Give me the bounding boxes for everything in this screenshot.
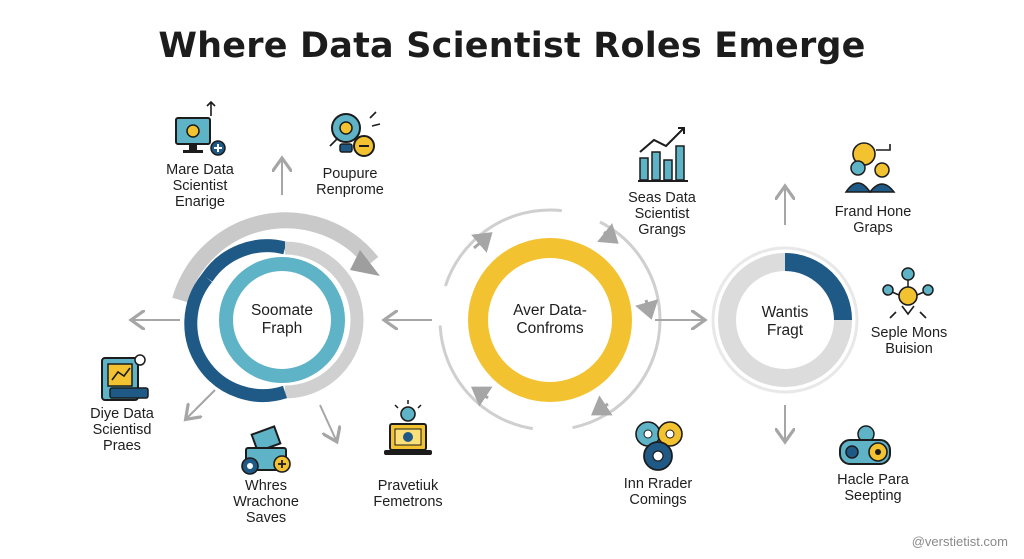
hub-center-label: Aver Data-Confroms	[513, 302, 587, 337]
team-people-icon	[844, 142, 896, 193]
connector-arrows	[133, 160, 785, 440]
hub-left	[172, 212, 380, 402]
lightbulb-gear-icon	[329, 111, 381, 157]
gears-brain-icon	[635, 421, 683, 471]
hub-center	[438, 208, 662, 432]
hub-right	[711, 246, 859, 394]
laptop-idea-icon	[384, 400, 432, 455]
controller-gears-icon	[839, 425, 891, 465]
clipboard-chart-icon	[101, 354, 149, 401]
watermark: @verstietist.com	[911, 534, 1008, 549]
page-title: Where Data Scientist Roles Emerge	[158, 26, 866, 66]
monitor-gear-icon	[175, 100, 226, 156]
bar-chart-growth-icon	[638, 127, 688, 182]
envelope-gear-icon	[241, 425, 291, 475]
network-bulb-icon	[882, 267, 934, 319]
